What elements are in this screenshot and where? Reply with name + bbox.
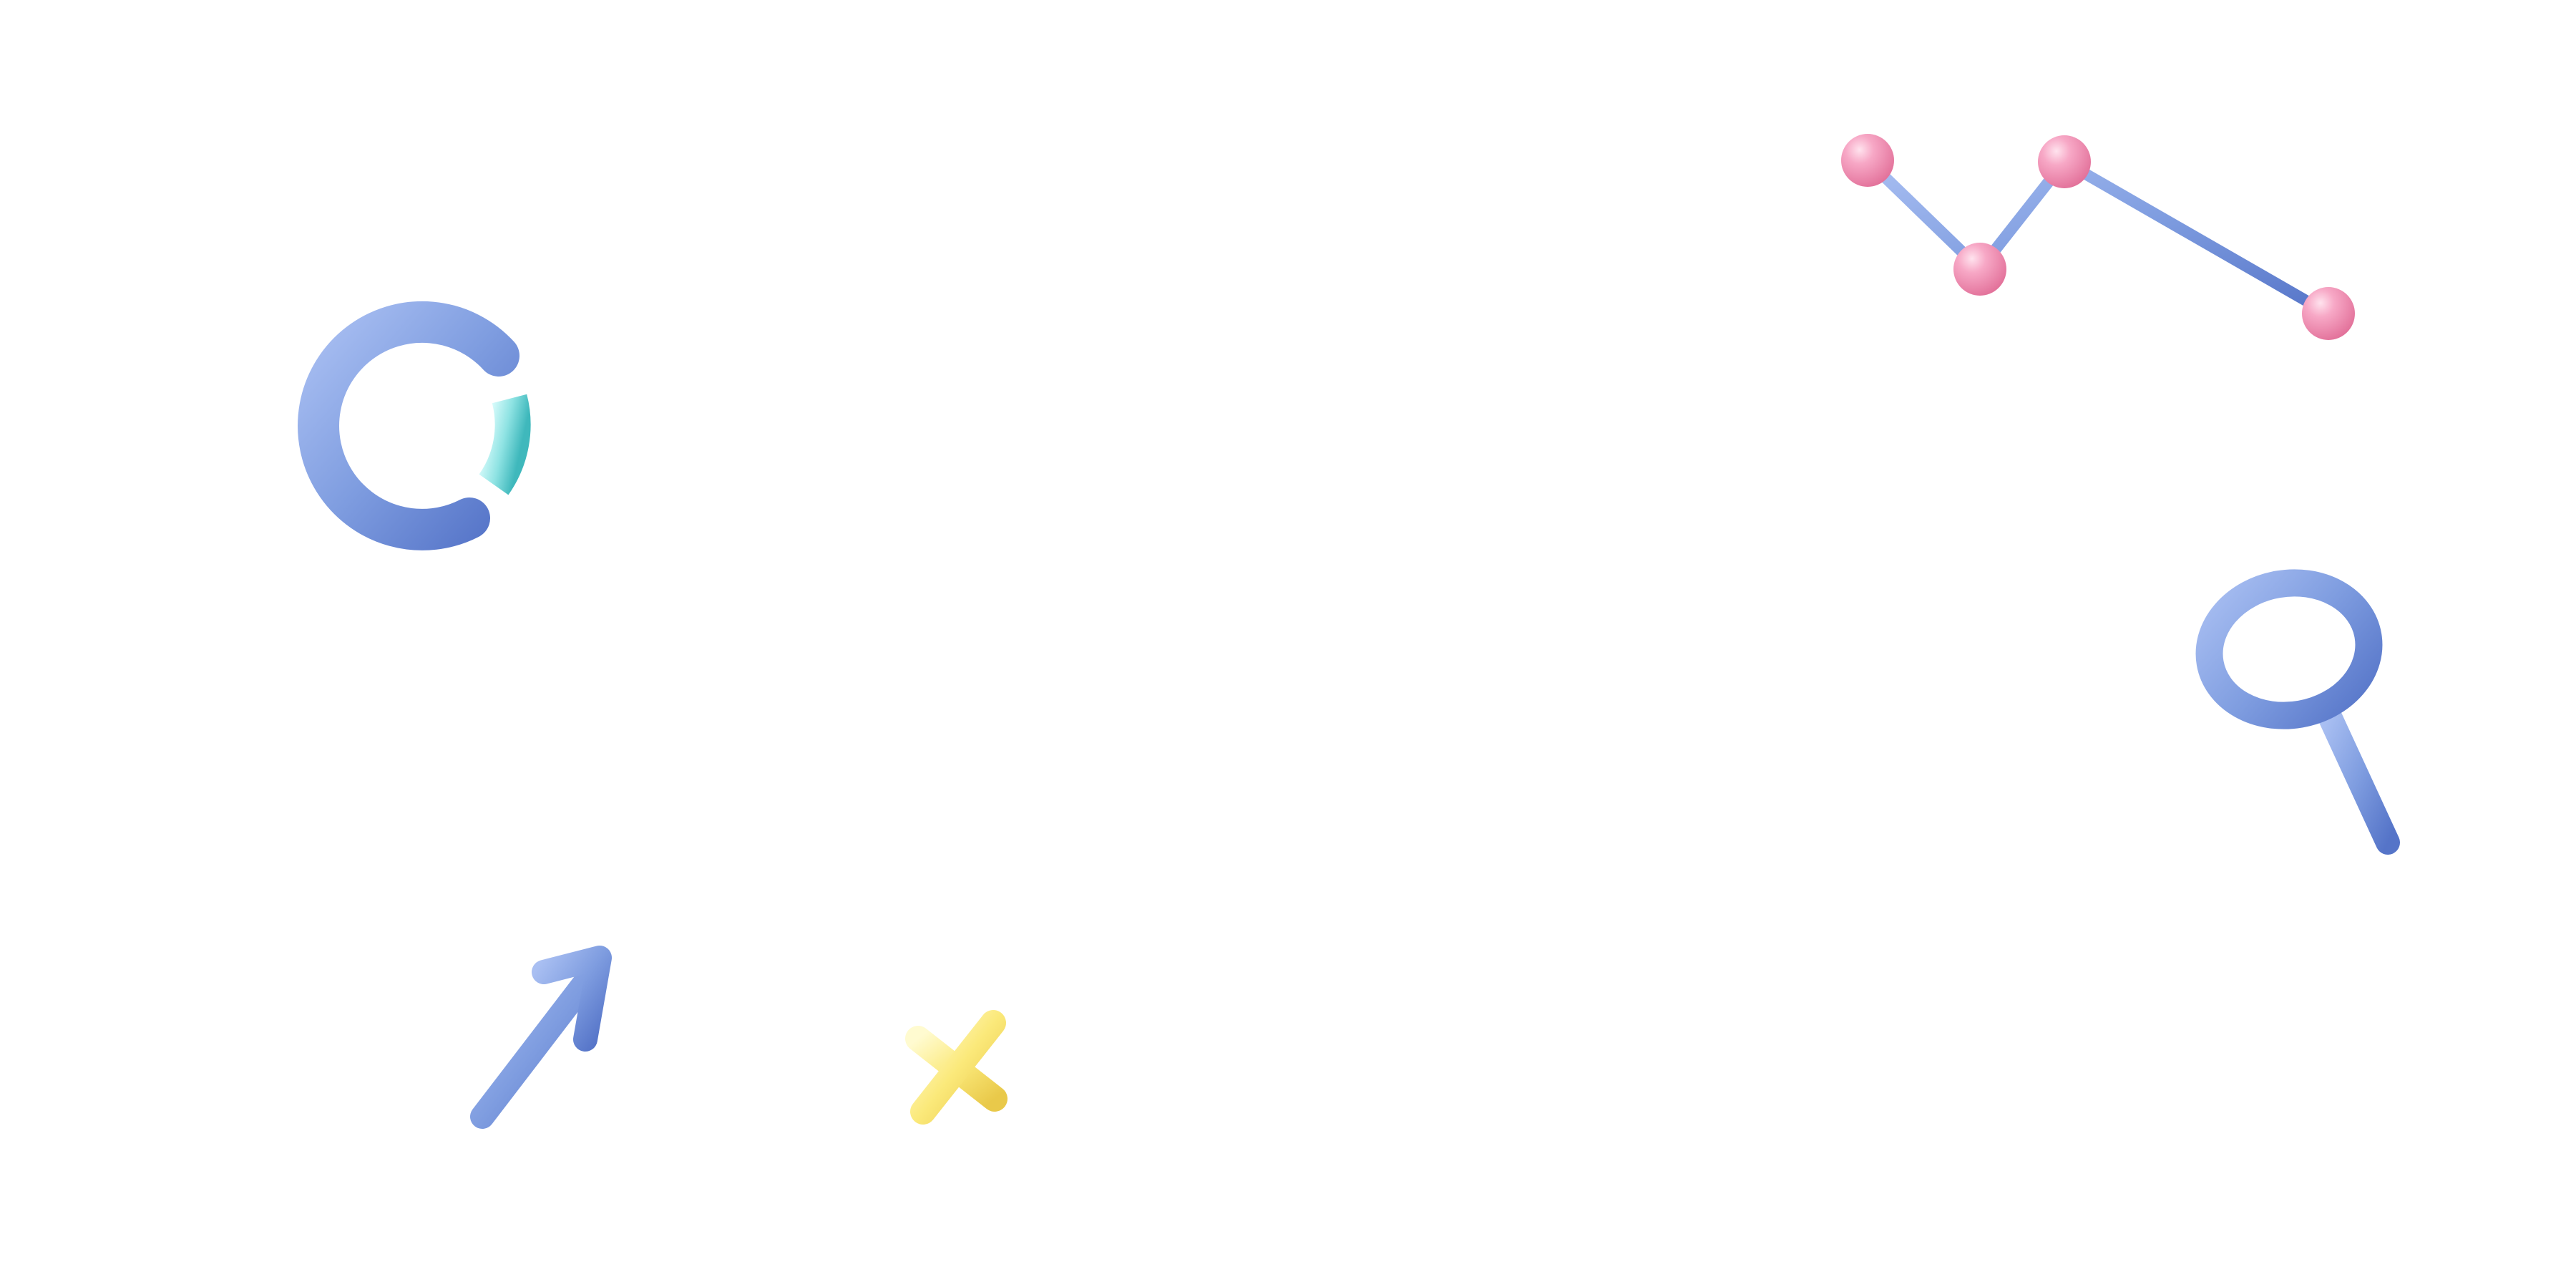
line-chart-icon <box>1841 134 2355 340</box>
line-chart-line <box>1863 156 2331 319</box>
line-chart-point <box>2038 135 2091 188</box>
arrow-up-right-icon <box>470 946 612 1129</box>
donut-chart-icon <box>298 301 531 550</box>
line-chart-point <box>2302 287 2355 340</box>
magnifier-icon <box>2195 569 2400 855</box>
line-chart-point <box>1841 134 1894 187</box>
magnifier-ring <box>2195 569 2383 729</box>
close-x-icon <box>905 1010 1008 1125</box>
donut-segment-blue <box>298 301 519 550</box>
line-chart-point <box>1953 243 2006 296</box>
donut-segment-teal <box>479 394 531 495</box>
magnifier-handle <box>2316 701 2400 855</box>
